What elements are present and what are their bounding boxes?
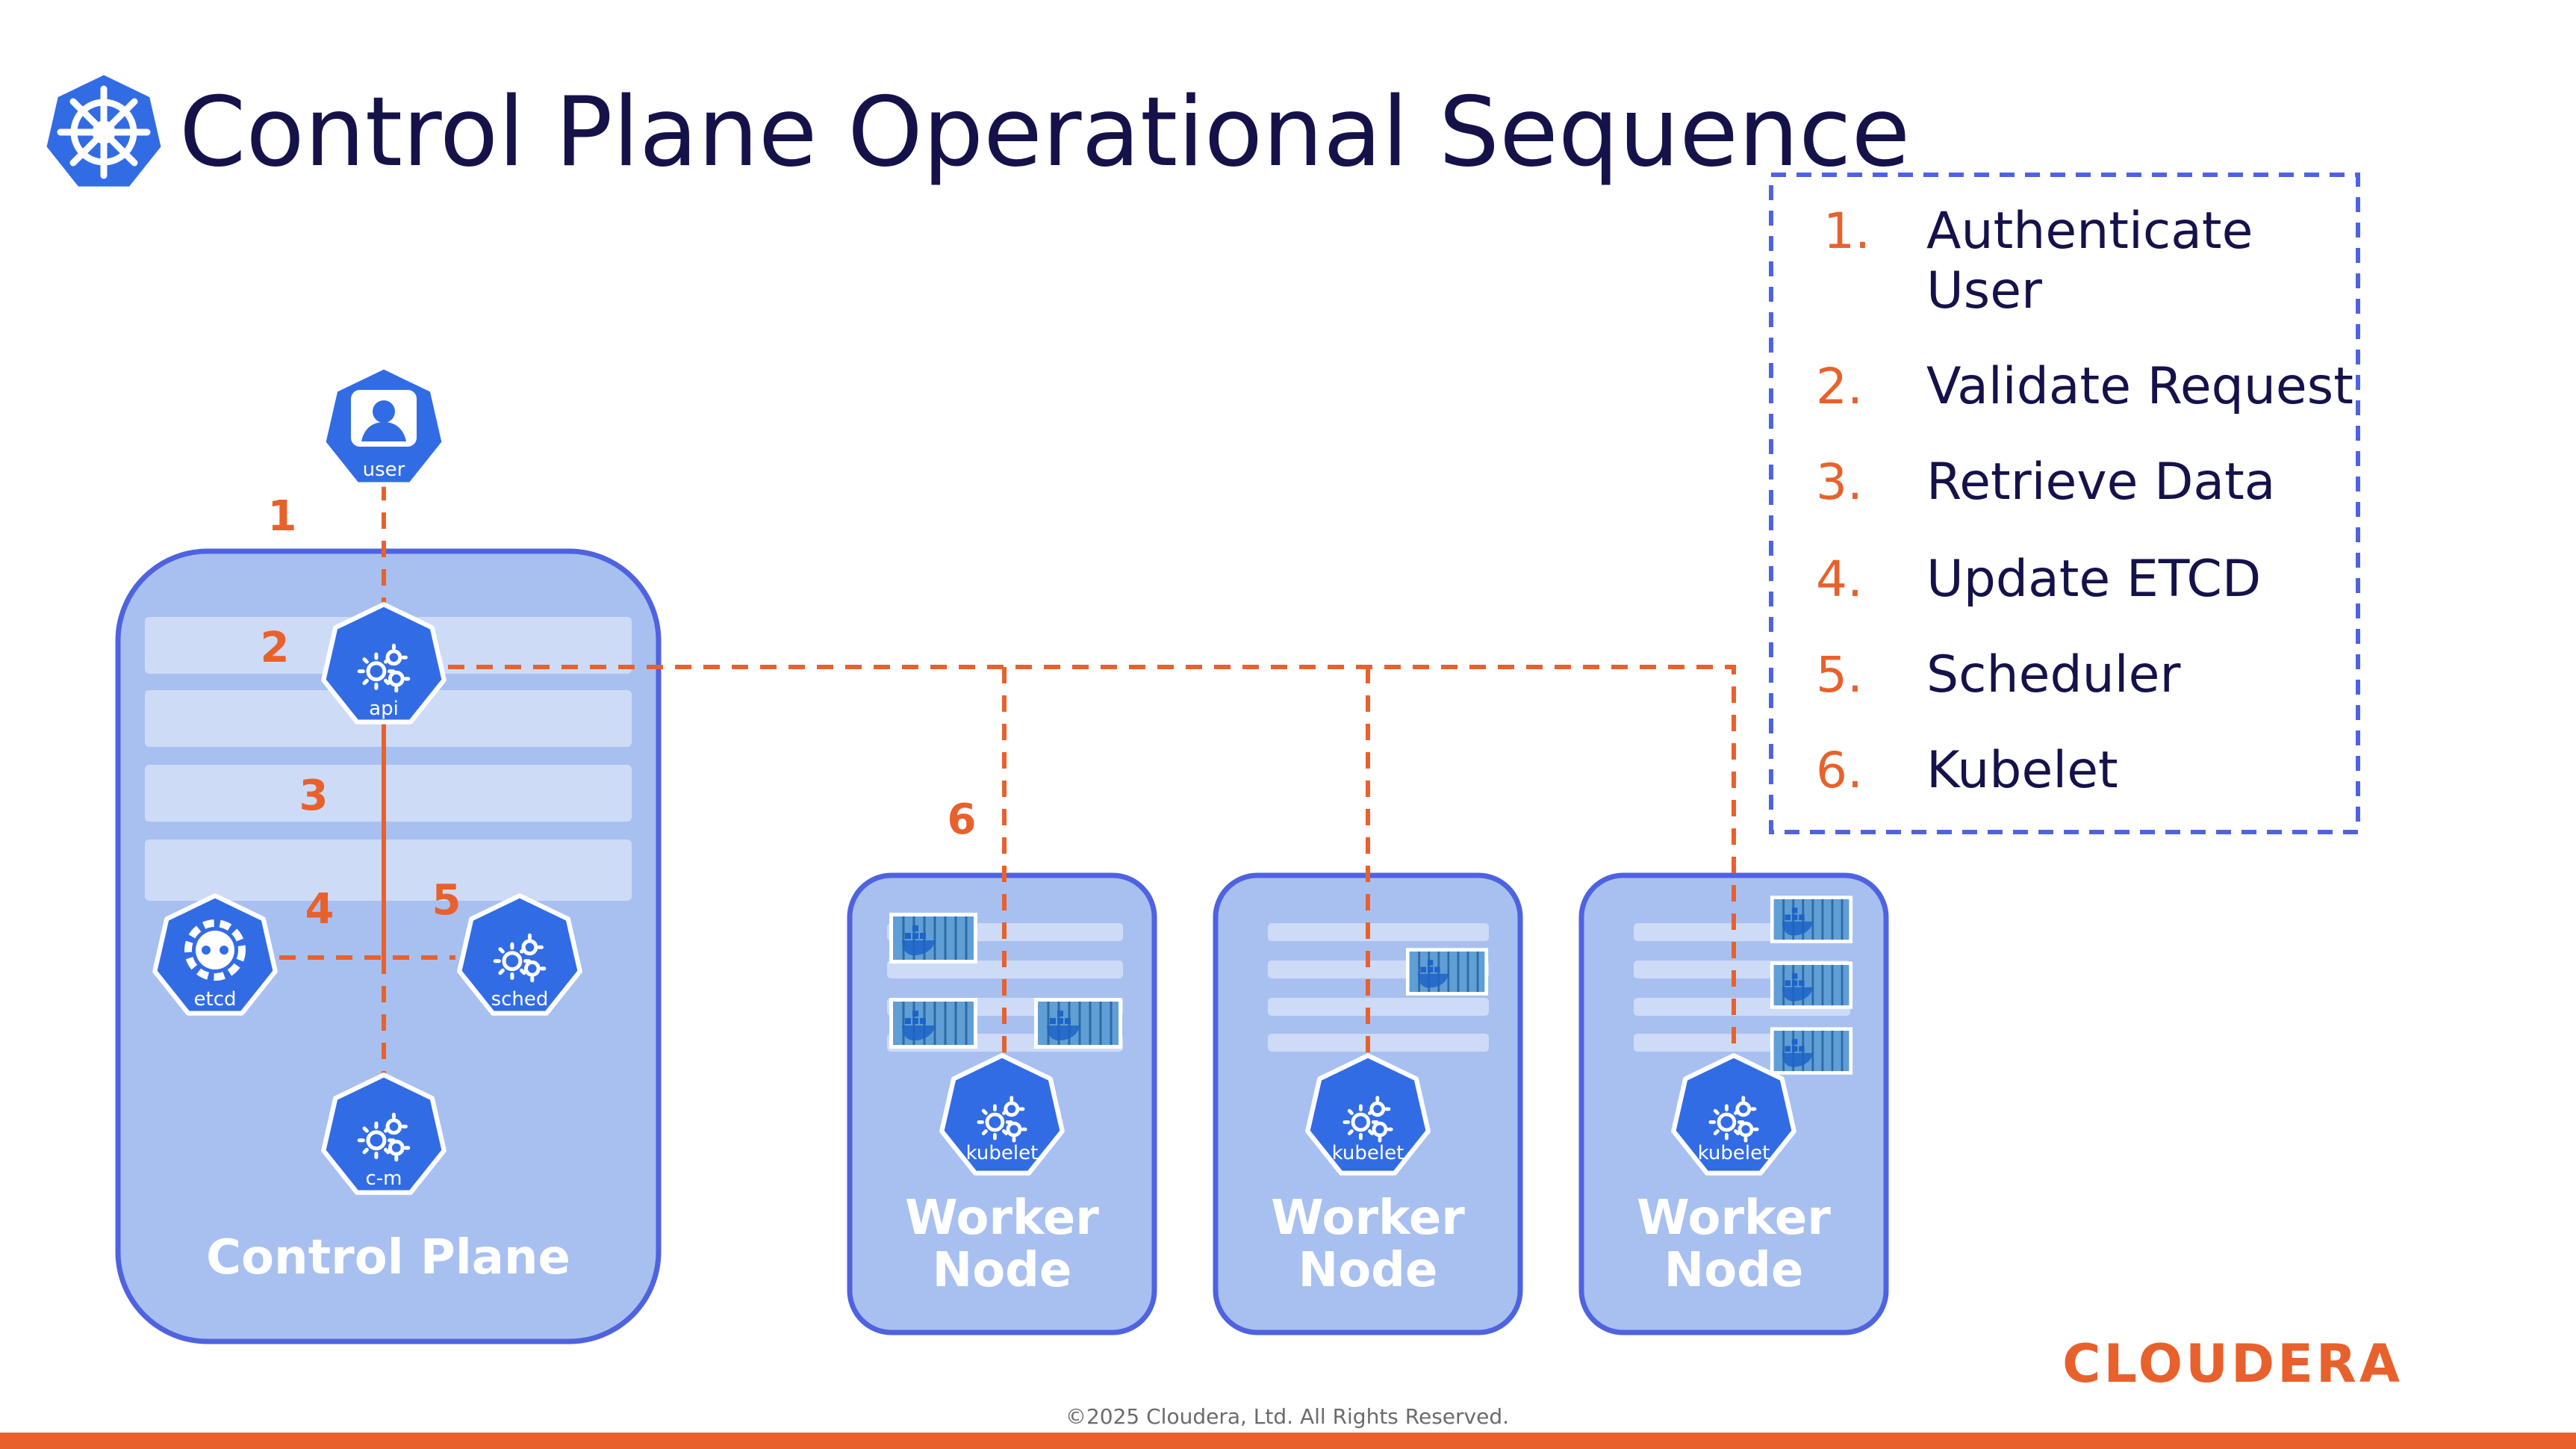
step-label-1: 1 [268,492,297,541]
worker-label-line2: Node [933,1243,1072,1298]
control-plane-label: Control Plane [206,1230,570,1285]
kubelet-node-label: kubelet [966,1142,1039,1164]
legend-text-1a: Authenticate [1926,202,2253,261]
legend-num-6: 6. [1816,742,1863,799]
control-plane-panel: Control Plane [115,548,662,1344]
etcd-icon [184,919,246,981]
worker-label-line1: Worker [1271,1191,1465,1246]
kubelet-node-2[interactable]: kubelet [1307,1055,1428,1173]
worker-label-line1: Worker [1637,1191,1831,1246]
legend-text-3: Retrieve Data [1926,453,2275,512]
controller-manager-node[interactable]: c-m [323,1075,444,1192]
docker-container-icon [1770,960,1853,1011]
step-label-3: 3 [299,772,329,820]
step-label-4: 4 [305,885,335,934]
legend-box: 1. Authenticate User 2. Validate Request… [1769,173,2360,834]
legend-num-5: 5. [1816,646,1863,704]
worker-label-line2: Node [1298,1243,1438,1298]
docker-container-icon [1770,1026,1853,1076]
legend-text-2: Validate Request [1926,357,2353,416]
legend-text-6: Kubelet [1926,741,2118,800]
footer-accent-bar [0,1433,2576,1449]
scheduler-node[interactable]: sched [459,896,579,1013]
connector-lines [279,484,1736,1076]
copyright-text: ©2025 Cloudera, Ltd. All Rights Reserved… [1065,1404,1509,1429]
worker-label-line2: Node [1664,1243,1804,1298]
legend-num-3: 3. [1816,453,1863,511]
user-node[interactable]: user [323,367,444,484]
cp-row-3 [145,765,632,822]
api-server-node[interactable]: api [323,604,444,722]
legend-text-4: Update ETCD [1926,550,2261,609]
legend-text-1b: User [1926,261,2042,320]
etcd-node-label: etcd [194,988,237,1011]
user-node-label: user [363,459,405,481]
legend-num-4: 4. [1816,550,1863,608]
cm-node-label: c-m [365,1167,402,1190]
step-label-2: 2 [261,624,290,672]
cp-row-4 [145,840,632,901]
etcd-node[interactable]: etcd [155,896,275,1013]
docker-container-icon [889,911,978,965]
step-label-5: 5 [432,876,461,925]
page-title: Control Plane Operational Sequence [179,77,1910,188]
kubelet-node-1[interactable]: kubelet [942,1055,1062,1173]
api-node-label: api [369,698,399,720]
kubelet-node-label: kubelet [1332,1142,1404,1164]
docker-container-icon [889,996,978,1050]
docker-container-icon [1033,996,1123,1050]
step-label-6: 6 [948,795,977,844]
kubernetes-helm-icon [44,72,164,189]
worker-label-line1: Worker [905,1191,1099,1246]
user-icon [351,390,417,447]
docker-container-icon [1405,946,1489,997]
docker-container-icon [1770,894,1853,945]
legend-num-2: 2. [1816,358,1863,415]
connector-api-workers [448,665,1736,1061]
sched-node-label: sched [491,988,549,1011]
legend-num-1: 1. [1823,202,1870,260]
legend-text-5: Scheduler [1926,645,2180,704]
kubelet-node-label: kubelet [1698,1142,1770,1164]
kubelet-node-3[interactable]: kubelet [1673,1055,1793,1173]
cloudera-logo: CLOUDERA [2062,1333,2403,1394]
